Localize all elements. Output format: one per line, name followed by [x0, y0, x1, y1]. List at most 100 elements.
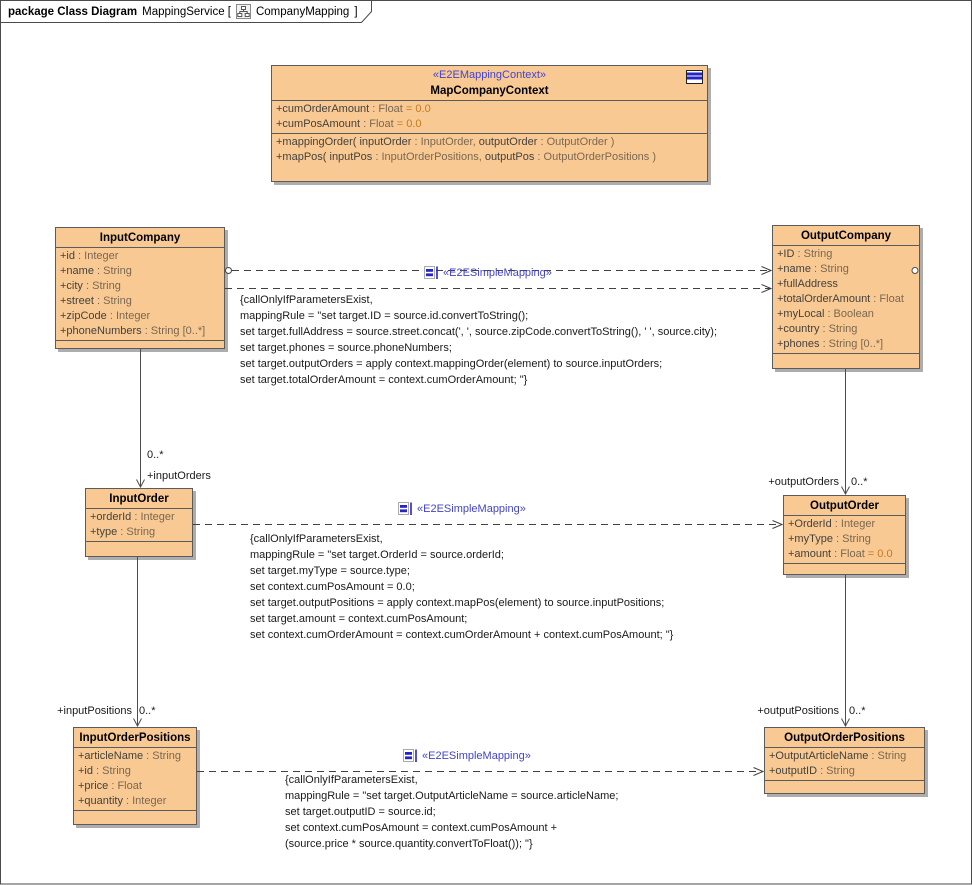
- mapping-label-company-mapping[interactable]: «E2ESimpleMapping»: [424, 266, 552, 280]
- attribute[interactable]: +cumPosAmount : Float = 0.0: [276, 117, 703, 132]
- class-outputorder[interactable]: OutputOrder +OrderId : Integer+myType : S…: [783, 495, 906, 575]
- constraint-line: {callOnlyIfParametersExist,: [285, 774, 418, 786]
- association-outputcompany-outputorder[interactable]: [841, 369, 850, 496]
- class-header[interactable]: InputOrder: [86, 489, 192, 508]
- attribute[interactable]: +outputID : String: [769, 764, 920, 779]
- operation[interactable]: +mappingOrder( inputOrder : InputOrder, …: [276, 135, 703, 150]
- constraint-line: set target.myType = source.type;: [250, 565, 410, 577]
- class-outputcompany[interactable]: OutputCompany+ID : String+name : String+…: [772, 225, 920, 369]
- multiplicity-label[interactable]: 0..*: [849, 705, 866, 717]
- member-text: +orderId: [90, 511, 132, 523]
- member-text: : String: [93, 765, 131, 777]
- member-text: +street: [60, 295, 94, 307]
- attributes-compartment: +OutputArticleName : String+outputID : S…: [765, 747, 924, 780]
- class-header[interactable]: InputOrderPositions: [74, 728, 196, 747]
- member-text: +name: [60, 265, 94, 277]
- attribute[interactable]: +phones : String [0..*]: [777, 337, 915, 352]
- role-label[interactable]: +inputOrders: [147, 470, 211, 482]
- member-text: : String [0..*]: [141, 325, 206, 337]
- operation[interactable]: +mapPos( inputPos : InputOrderPositions,…: [276, 150, 703, 165]
- attribute[interactable]: +ID : String: [777, 247, 915, 262]
- mapping-constraint-order-mapping[interactable]: {callOnlyIfParametersExist,mappingRule =…: [250, 531, 673, 643]
- attribute[interactable]: +orderId : Integer: [90, 510, 188, 525]
- class-inputcompany[interactable]: InputCompany+id : Integer+name : String+…: [55, 227, 225, 349]
- attribute[interactable]: +myType : String: [788, 532, 901, 547]
- operations-compartment: [784, 563, 905, 574]
- member-text: : String: [93, 295, 132, 307]
- attribute[interactable]: +OrderId : Integer: [788, 517, 901, 532]
- attribute[interactable]: +id : Integer: [60, 249, 220, 264]
- mapping-icon: [424, 266, 439, 280]
- member-text: : Integer: [106, 310, 151, 322]
- association-outputorder-outputorderpositions[interactable]: [841, 575, 850, 728]
- role-label[interactable]: +inputPositions: [57, 705, 132, 717]
- class-inputorder[interactable]: InputOrder+orderId : Integer+type : Stri…: [85, 488, 193, 557]
- member-text: +articleName: [78, 750, 144, 762]
- attribute[interactable]: +country : String: [777, 322, 915, 337]
- member-text: +type: [90, 526, 118, 538]
- multiplicity-label[interactable]: 0..*: [147, 449, 164, 461]
- member-text: +myType: [788, 533, 833, 545]
- class-mapcompanycontext[interactable]: «E2EMappingContext»MapCompanyContext +cum…: [271, 65, 708, 182]
- attribute[interactable]: +id : String: [78, 764, 192, 779]
- attribute[interactable]: +fullAddress: [777, 277, 915, 292]
- attribute[interactable]: +totalOrderAmount : Float: [777, 292, 915, 307]
- mapping-label-order-mapping[interactable]: «E2ESimpleMapping»: [398, 502, 526, 516]
- attribute[interactable]: +name : String: [60, 264, 220, 279]
- attribute[interactable]: +type : String: [90, 525, 188, 540]
- mapping-stereotype: «E2ESimpleMapping»: [417, 503, 526, 515]
- association-inputcompany-inputorder[interactable]: [136, 349, 145, 489]
- attribute[interactable]: +articleName : String: [78, 749, 192, 764]
- diagram-frame-tab[interactable]: package Class Diagram MappingService [ C…: [1, 1, 358, 22]
- multiplicity-label[interactable]: 0..*: [851, 476, 868, 488]
- class-header[interactable]: OutputOrderPositions: [765, 728, 924, 747]
- attribute[interactable]: +phoneNumbers : String [0..*]: [60, 324, 220, 339]
- role-label[interactable]: +outputPositions: [757, 705, 839, 717]
- member-text: : Integer: [831, 518, 876, 530]
- class-header[interactable]: OutputCompany: [773, 226, 919, 245]
- attribute[interactable]: +name : String: [777, 262, 915, 277]
- attribute[interactable]: +OutputArticleName : String: [769, 749, 920, 764]
- mapping-constraint-positions-mapping[interactable]: {callOnlyIfParametersExist,mappingRule =…: [285, 772, 618, 852]
- class-header[interactable]: OutputOrder: [784, 496, 905, 515]
- constraint-line: set context.cumPosAmount = 0.0;: [250, 581, 415, 593]
- member-text: +cumOrderAmount: [276, 103, 370, 115]
- attributes-compartment: +orderId : Integer+type : String: [86, 508, 192, 541]
- mapping-stereotype: «E2ESimpleMapping»: [443, 267, 552, 279]
- attribute[interactable]: +zipCode : Integer: [60, 309, 220, 324]
- attribute[interactable]: +cumOrderAmount : Float = 0.0: [276, 102, 703, 117]
- member-text: : Integer: [75, 250, 119, 262]
- member-text: : InputOrder,: [411, 136, 476, 148]
- member-text: outputOrder: [475, 136, 538, 148]
- member-text: : String: [117, 526, 156, 538]
- mapping-constraint-company-mapping[interactable]: {callOnlyIfParametersExist,mappingRule =…: [240, 292, 717, 388]
- member-text: +ID: [777, 248, 795, 260]
- class-outputorderpositions[interactable]: OutputOrderPositions+OutputArticleName :…: [764, 727, 925, 794]
- attribute[interactable]: +myLocal : Boolean: [777, 307, 915, 322]
- member-text: : String [0..*]: [819, 338, 884, 350]
- class-inputorderpositions[interactable]: InputOrderPositions +articleName : String…: [73, 727, 197, 825]
- member-text: : String: [832, 533, 871, 545]
- class-header[interactable]: InputCompany: [56, 228, 224, 247]
- role-label[interactable]: +outputOrders: [768, 476, 839, 488]
- constraint-line: set target.outputPositions = apply conte…: [250, 597, 665, 609]
- multiplicity-label[interactable]: 0..*: [139, 705, 156, 717]
- member-text: : Float: [870, 293, 904, 305]
- mapping-label-positions-mapping[interactable]: «E2ESimpleMapping»: [403, 749, 531, 763]
- attribute[interactable]: +price : Float: [78, 779, 192, 794]
- attribute[interactable]: +amount : Float = 0.0: [788, 547, 901, 562]
- attribute[interactable]: +city : String: [60, 279, 220, 294]
- attribute-anchor-circle: [225, 267, 232, 274]
- class-header[interactable]: «E2EMappingContext»MapCompanyContext: [272, 66, 707, 100]
- member-text: +country: [777, 323, 820, 335]
- association-inputorder-inputorderpositions[interactable]: [133, 557, 142, 728]
- member-text: +amount: [788, 548, 832, 560]
- member-text: : String: [810, 263, 849, 275]
- member-text: : String: [819, 323, 858, 335]
- frame-bracket-close: ]: [354, 5, 358, 18]
- properties-icon[interactable]: [686, 70, 703, 84]
- attribute[interactable]: +quantity : Integer: [78, 794, 192, 809]
- mapping-connector-order[interactable]: [193, 520, 784, 529]
- attribute[interactable]: +street : String: [60, 294, 220, 309]
- operations-compartment: [56, 340, 224, 348]
